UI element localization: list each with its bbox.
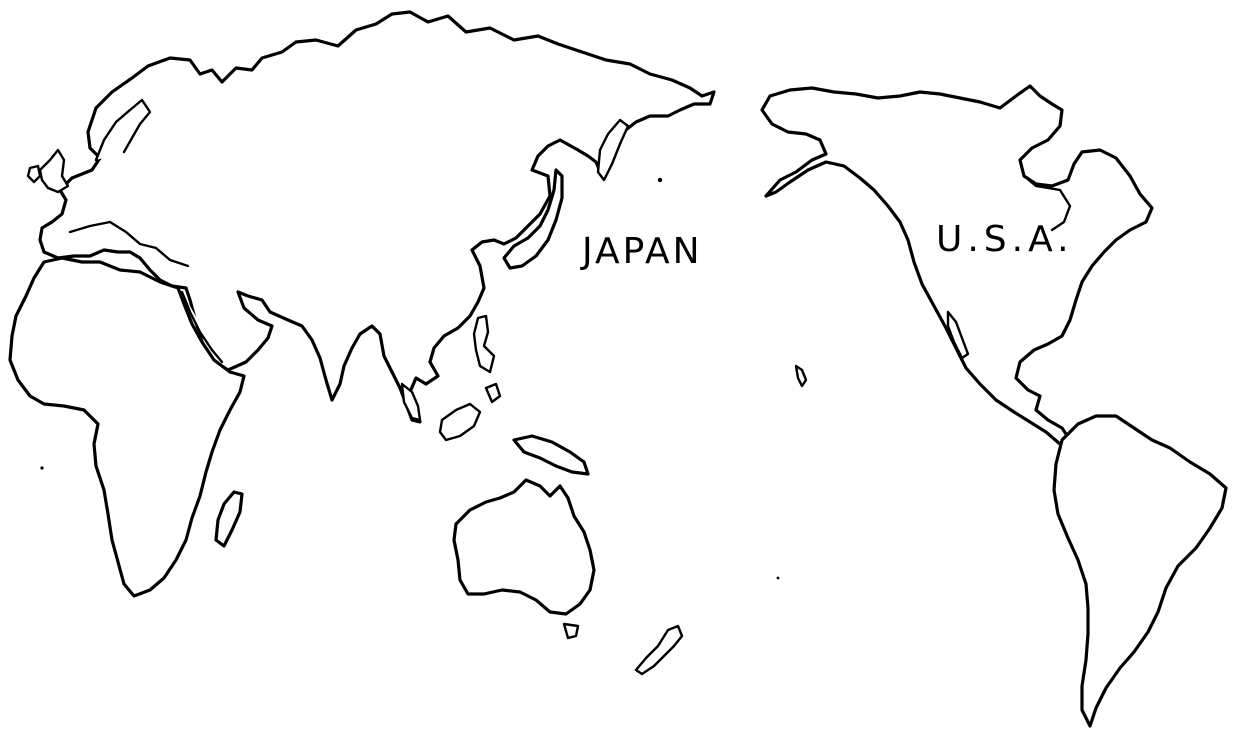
label-usa: U.S.A. bbox=[936, 219, 1074, 260]
tasmania-landmass bbox=[562, 622, 580, 640]
sumatra-landmass bbox=[400, 382, 422, 422]
hawaii-landmass bbox=[794, 364, 808, 388]
australia-landmass bbox=[452, 478, 596, 616]
atlantic-island-dot bbox=[40, 466, 44, 470]
baltic-coastline bbox=[94, 98, 152, 162]
red-sea-coastline bbox=[180, 290, 224, 364]
indonesia-landmass bbox=[438, 402, 482, 442]
baja-california-landmass bbox=[946, 310, 970, 360]
new-zealand-landmass bbox=[634, 624, 684, 676]
pacific-island-dot bbox=[657, 177, 663, 183]
south-america-landmass bbox=[1052, 414, 1228, 728]
mediterranean-coastline bbox=[68, 220, 190, 268]
new-guinea-landmass bbox=[512, 434, 590, 476]
north-america-landmass bbox=[760, 84, 1154, 446]
madagascar-landmass bbox=[214, 490, 244, 548]
britain-landmass bbox=[38, 148, 70, 194]
borneo-landmass bbox=[484, 382, 502, 404]
hudson-bay-coastline bbox=[1022, 174, 1072, 232]
philippines-landmass bbox=[472, 314, 496, 374]
africa-landmass bbox=[8, 256, 246, 598]
sakhalin-landmass bbox=[596, 118, 630, 182]
ireland-landmass bbox=[26, 164, 42, 184]
label-japan: JAPAN bbox=[582, 231, 703, 272]
pacific-island-dot bbox=[776, 576, 780, 580]
japan-landmass bbox=[502, 168, 564, 270]
